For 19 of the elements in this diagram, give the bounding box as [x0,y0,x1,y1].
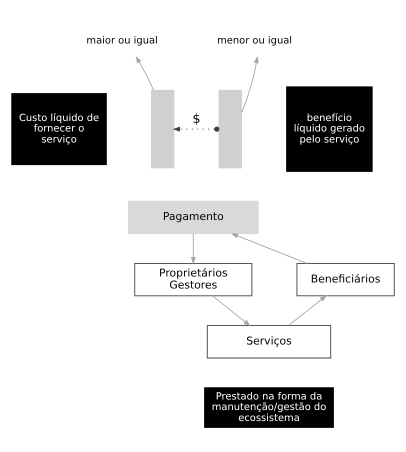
arrow [136,56,154,91]
node-box: Beneficiários [296,262,395,296]
node-box: Serviços [206,325,332,358]
node-text: maior ou igual [86,35,158,46]
arrow [288,295,327,326]
node-box: Pagamento [128,200,259,234]
node-box: Custo líquido de fornecer o serviço [11,93,107,166]
node-bar [150,90,174,168]
node-box: Prestado na forma da manutenção/gestão do ecossistema [204,387,334,428]
node-bar [218,90,242,168]
arrow [172,126,220,132]
edge-label: $ [192,111,200,126]
arrow [190,233,196,264]
node-text: menor ou igual [217,35,292,46]
arrow [230,233,308,264]
arrow [241,56,259,114]
arrow [212,296,251,326]
node-box: Proprietários Gestores [134,262,252,296]
node-box: benefício líquido gerado pelo serviço [286,86,373,172]
